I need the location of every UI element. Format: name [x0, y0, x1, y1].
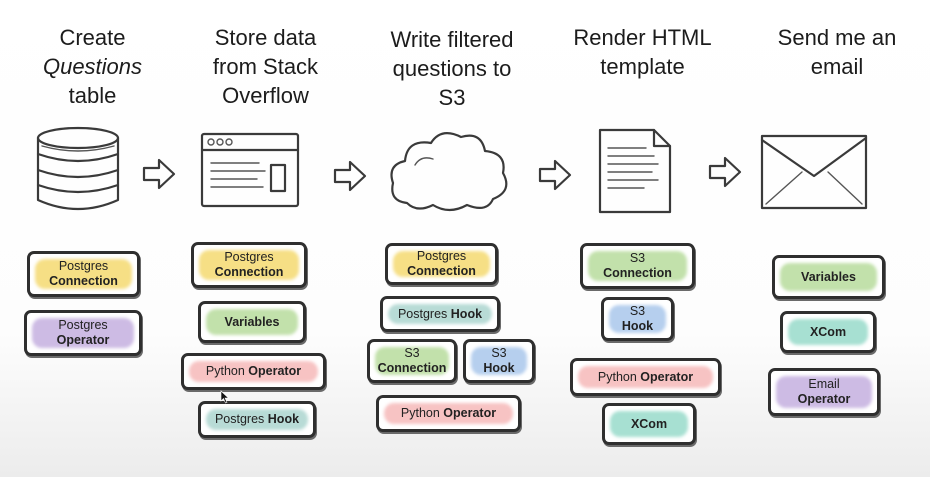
python-operator-box: Python Operator	[376, 395, 521, 432]
python-operator-box: Python Operator	[570, 358, 721, 396]
postgres-operator-box: Postgres Operator	[24, 310, 142, 356]
right-arrow-icon	[538, 159, 572, 191]
right-arrow-icon	[142, 158, 176, 190]
web-page-icon	[200, 132, 300, 208]
s3-hook-box: S3 Hook	[601, 297, 674, 341]
cloud-icon	[390, 132, 508, 212]
step-5-title: Send me an email	[777, 25, 897, 79]
step-2-title: Store data from Stack Overflow	[212, 25, 319, 108]
postgres-hook-box: Postgres Hook	[380, 296, 500, 332]
step-4-title: Render HTML template	[573, 25, 712, 79]
xcom-box: XCom	[780, 311, 876, 353]
cursor-icon	[220, 390, 230, 404]
database-icon	[36, 126, 120, 211]
variables-box: Variables	[772, 255, 885, 299]
email-operator-box: Email Operator	[768, 368, 880, 416]
document-icon	[598, 128, 672, 214]
s3-connection-box: S3 Connection	[580, 243, 695, 289]
step-1-title: Create Questions table	[42, 25, 143, 108]
xcom-box: XCom	[602, 403, 696, 445]
postgres-connection-box: Postgres Connection	[385, 243, 498, 285]
step-3-title: Write filtered questions to S3	[390, 27, 514, 110]
right-arrow-icon	[708, 156, 742, 188]
s3-hook-box: S3 Hook	[463, 339, 535, 383]
postgres-connection-box: Postgres Connection	[27, 251, 140, 297]
python-operator-box: Python Operator	[181, 353, 326, 390]
postgres-hook-box: Postgres Hook	[198, 401, 316, 438]
envelope-icon	[760, 134, 868, 210]
variables-box: Variables	[198, 301, 306, 343]
postgres-connection-box: Postgres Connection	[191, 242, 307, 288]
s3-connection-box: S3 Connection	[367, 339, 457, 383]
right-arrow-icon	[333, 160, 367, 192]
